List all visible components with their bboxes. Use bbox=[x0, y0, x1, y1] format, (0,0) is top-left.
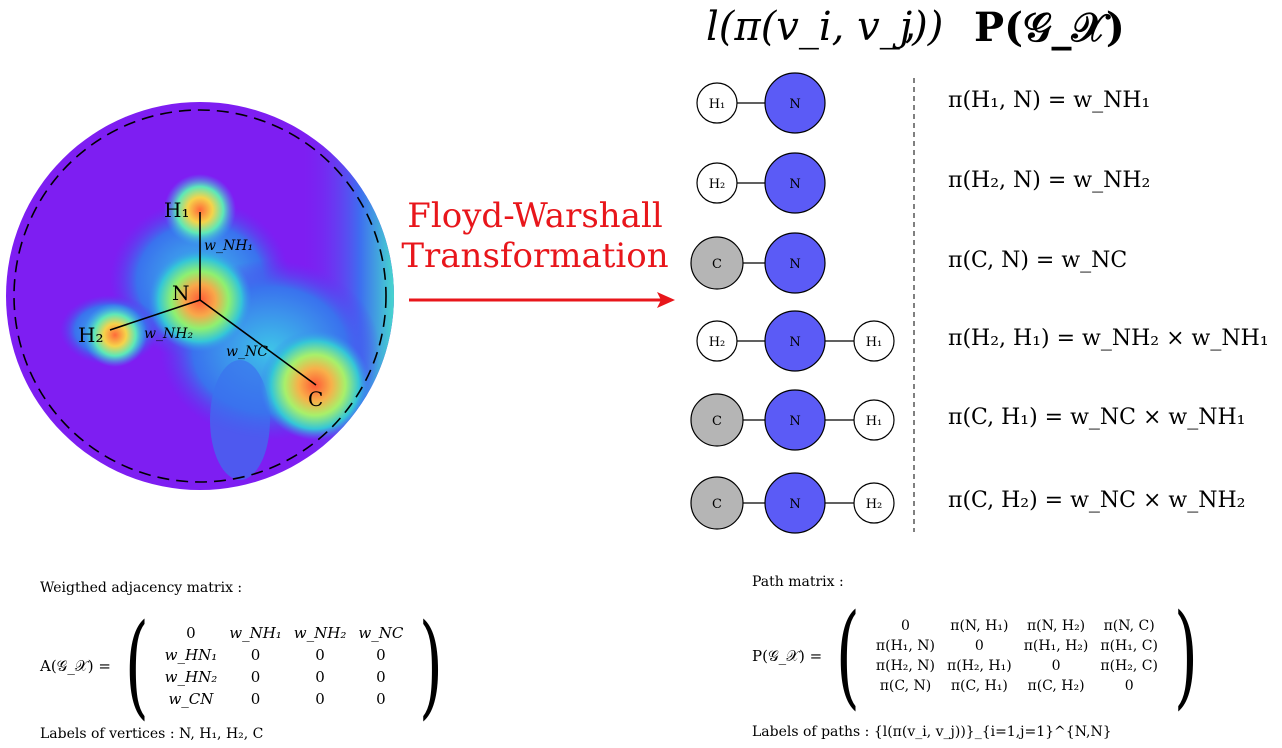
svg-text:N: N bbox=[789, 257, 800, 272]
path-row-3: C N bbox=[690, 232, 826, 294]
svg-text:C: C bbox=[712, 414, 722, 429]
pm-cell: 0 bbox=[974, 638, 984, 654]
path-matrix-caption: Path matrix : bbox=[752, 574, 844, 590]
header-comma: , bbox=[904, 2, 917, 48]
path-row-2: H₂ N bbox=[696, 152, 826, 214]
transform-arrow bbox=[409, 292, 675, 308]
boundary-circle bbox=[13, 109, 387, 483]
vertex-labels-caption: Labels of vertices : N, H₁, H₂, C bbox=[40, 726, 264, 742]
path-matrix-lhs: P(𝒢_𝒳) = bbox=[752, 647, 823, 665]
edge-label-nh2: w_NH₂ bbox=[144, 326, 193, 342]
adjacency-grid: 0 w_NH₁ w_NH₂ w_NC w_HN₁ 0 0 0 w_HN₂ 0 0… bbox=[159, 622, 410, 710]
atom-label-h1: H₁ bbox=[164, 198, 189, 222]
transform-label-line1: Floyd-Warshall bbox=[407, 196, 663, 236]
adj-cell: w_NC bbox=[358, 624, 404, 642]
pm-cell: π(H₁, N) bbox=[875, 638, 936, 654]
pm-cell: π(H₂, N) bbox=[875, 658, 936, 674]
atom-label-h2: H₂ bbox=[78, 323, 103, 347]
svg-text:H₁: H₁ bbox=[866, 414, 883, 429]
pm-cell: 0 bbox=[1124, 678, 1134, 694]
adj-cell: w_NH₂ bbox=[293, 624, 347, 642]
pm-cell: π(H₁, H₂) bbox=[1023, 638, 1089, 654]
adj-cell: 0 bbox=[376, 646, 386, 664]
svg-text:N: N bbox=[789, 177, 800, 192]
atom-label-c: C bbox=[308, 387, 323, 411]
path-graphs: H₁ N H₂ N C N H₂ N H₁ C N H₁ bbox=[690, 72, 915, 534]
svg-text:N: N bbox=[789, 97, 800, 112]
edge-label-nc: w_NC bbox=[226, 344, 268, 360]
path-matrix-left-paren: ( bbox=[836, 591, 861, 721]
transform-label-line2: Transformation bbox=[401, 236, 669, 276]
svg-text:H₂: H₂ bbox=[866, 497, 883, 512]
path-label-1: π(H₁, N) = w_NH₁ bbox=[948, 88, 1151, 113]
path-row-6: C N H₂ bbox=[690, 472, 895, 534]
adj-cell: 0 bbox=[376, 668, 386, 686]
path-label-3: π(C, N) = w_NC bbox=[948, 248, 1128, 273]
path-label-2: π(H₂, N) = w_NH₂ bbox=[948, 168, 1151, 193]
path-row-5: C N H₁ bbox=[690, 389, 895, 451]
path-labels-caption: Labels of paths : {l(π(v_i, v_j))}_{i=1,… bbox=[752, 724, 1112, 740]
path-label-5: π(C, H₁) = w_NC × w_NH₁ bbox=[948, 405, 1246, 430]
svg-text:C: C bbox=[712, 497, 722, 512]
svg-text:N: N bbox=[789, 414, 800, 429]
pm-cell: π(C, H₁) bbox=[950, 678, 1008, 694]
pm-cell: π(N, H₁) bbox=[950, 618, 1009, 634]
path-label-4: π(H₂, H₁) = w_NH₂ × w_NH₁ bbox=[948, 326, 1269, 351]
adjacency-matrix: A(𝒢_𝒳) = ( 0 w_NH₁ w_NH₂ w_NC w_HN₁ 0 0 … bbox=[40, 610, 453, 722]
adj-cell: w_HN₁ bbox=[164, 646, 218, 664]
svg-text:C: C bbox=[712, 257, 722, 272]
svg-text:N: N bbox=[789, 335, 800, 350]
path-matrix-grid: 0 π(N, H₁) π(N, H₂) π(N, C) π(H₁, N) 0 π… bbox=[870, 616, 1164, 696]
adj-cell: w_NH₁ bbox=[229, 624, 282, 642]
pm-cell: π(H₁, C) bbox=[1100, 638, 1158, 654]
pm-cell: 0 bbox=[1051, 658, 1061, 674]
bond-n-c bbox=[199, 299, 317, 386]
svg-text:H₁: H₁ bbox=[866, 335, 883, 350]
pm-cell: π(N, C) bbox=[1103, 618, 1155, 634]
svg-text:N: N bbox=[789, 497, 800, 512]
pm-cell: π(H₂, C) bbox=[1100, 658, 1158, 674]
adj-cell: 0 bbox=[250, 668, 261, 686]
adj-cell: w_HN₂ bbox=[164, 668, 218, 686]
adj-cell: 0 bbox=[315, 690, 325, 708]
adjacency-left-paren: ( bbox=[124, 601, 149, 731]
adj-cell: w_CN bbox=[168, 690, 214, 708]
pm-cell: π(H₂, H₁) bbox=[947, 658, 1012, 674]
adj-cell: 0 bbox=[250, 646, 261, 664]
adjacency-lhs: A(𝒢_𝒳) = bbox=[40, 657, 111, 675]
svg-text:H₂: H₂ bbox=[709, 335, 726, 350]
adj-cell: 0 bbox=[250, 690, 261, 708]
path-row-1: H₁ N bbox=[696, 72, 826, 134]
pm-cell: 0 bbox=[901, 618, 910, 634]
adjacency-caption: Weigthed adjacency matrix : bbox=[40, 580, 243, 596]
adj-cell: 0 bbox=[376, 690, 386, 708]
svg-text:H₂: H₂ bbox=[709, 177, 726, 192]
path-row-4: H₂ N H₁ bbox=[696, 310, 895, 372]
transform-label: Floyd-Warshall Transformation bbox=[400, 196, 670, 276]
molecule-density-diagram: H₁ N H₂ C w_NH₁ w_NH₂ w_NC bbox=[6, 102, 394, 490]
pm-cell: π(C, N) bbox=[879, 678, 932, 694]
adj-cell: 0 bbox=[315, 668, 325, 686]
path-matrix: P(𝒢_𝒳) = ( 0 π(N, H₁) π(N, H₂) π(N, C) π… bbox=[752, 600, 1208, 712]
adj-cell: 0 bbox=[186, 624, 196, 642]
atom-label-n: N bbox=[172, 281, 190, 305]
pm-cell: π(C, H₂) bbox=[1027, 678, 1085, 694]
svg-text:H₁: H₁ bbox=[709, 97, 726, 112]
header-left: l(π(v_i, v_j)) bbox=[706, 4, 944, 50]
path-label-6: π(C, H₂) = w_NC × w_NH₂ bbox=[948, 488, 1246, 513]
bond-n-h2 bbox=[109, 299, 201, 331]
adj-cell: 0 bbox=[315, 646, 325, 664]
pm-cell: π(N, H₂) bbox=[1026, 618, 1086, 634]
adjacency-right-paren: ) bbox=[419, 601, 444, 731]
header-right: P(𝒢_𝒳) bbox=[974, 4, 1125, 51]
edge-label-nh1: w_NH₁ bbox=[204, 238, 253, 254]
path-matrix-right-paren: ) bbox=[1173, 591, 1198, 721]
